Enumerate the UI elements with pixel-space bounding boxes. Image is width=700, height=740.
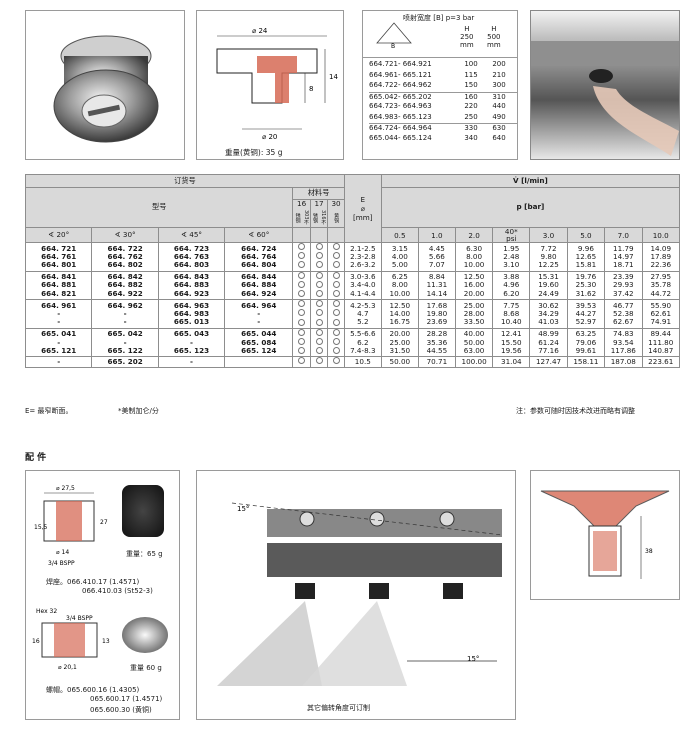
svg-text:⌀ 20: ⌀ 20 bbox=[262, 133, 277, 141]
svg-text:3/4 BSPP: 3/4 BSPP bbox=[66, 615, 93, 622]
pressure-header-cell: 2.0 bbox=[454, 227, 494, 243]
swivel-panel: 15° 15° 其它偏转角度可订制 bbox=[196, 470, 516, 720]
accessory-panel: ⌀ 27,5 27 15,5 ⌀ 14 3/4 BSPP 重量：65 g 焊座。… bbox=[25, 470, 180, 720]
svg-text:16: 16 bbox=[32, 638, 40, 645]
svg-text:13: 13 bbox=[102, 638, 110, 645]
weld-seat-photo bbox=[122, 485, 164, 537]
svg-text:⌀ 14: ⌀ 14 bbox=[56, 549, 69, 556]
accessories-title: 配 件 bbox=[25, 453, 47, 463]
weld-seat-drawing: ⌀ 27,5 27 15,5 ⌀ 14 3/4 BSPP bbox=[34, 485, 108, 567]
cross-section-drawing: ⌀ 24 14 8 ⌀ 20 bbox=[216, 27, 338, 141]
svg-text:3/4 BSPP: 3/4 BSPP bbox=[48, 560, 75, 567]
pressure-header-cell: 40* psi bbox=[492, 227, 531, 243]
pressure-header-cell: 7.0 bbox=[604, 227, 643, 243]
spray-h250: H 250 mm bbox=[460, 25, 474, 49]
order-no-header: 订货号 bbox=[25, 174, 345, 188]
spray-title: 喷射宽度 [B] p=3 bar bbox=[403, 14, 475, 22]
svg-text:Hex 32: Hex 32 bbox=[36, 608, 57, 615]
svg-text:8: 8 bbox=[309, 85, 313, 93]
footnote-right: 注：参数可随时因技术改进而略有调整 bbox=[516, 407, 635, 415]
footnote-left: E= 最窄断面。 bbox=[25, 407, 73, 415]
svg-text:38: 38 bbox=[645, 548, 653, 555]
material-header: 材料号 bbox=[292, 187, 345, 200]
svg-text:15°: 15° bbox=[237, 505, 249, 513]
pressure-header-cell: 3.0 bbox=[529, 227, 568, 243]
svg-text:⌀ 20,1: ⌀ 20,1 bbox=[58, 664, 77, 671]
svg-text:27: 27 bbox=[100, 519, 108, 526]
spray-icon: B bbox=[376, 22, 412, 49]
nozzle-photo-panel bbox=[25, 10, 185, 160]
swivel-caption: 其它偏转角度可订制 bbox=[307, 704, 370, 712]
mounting-photo bbox=[530, 10, 680, 160]
svg-text:B: B bbox=[391, 43, 395, 49]
cap-photo bbox=[122, 617, 168, 653]
cap-drawing: Hex 32 3/4 BSPP 16 13 ⌀ 20,1 bbox=[32, 608, 110, 671]
angle-header: ∢ 30° bbox=[91, 227, 159, 243]
angle-header: ∢ 45° bbox=[157, 227, 226, 243]
e-column-header: E⌀[mm] bbox=[343, 174, 382, 243]
drawing-panel: ⌀ 24 14 8 ⌀ 20 重量(黄铜): 35 g bbox=[196, 10, 344, 160]
flow-header: V̇ [l/min] bbox=[380, 174, 681, 188]
pressure-header-cell: 1.0 bbox=[417, 227, 456, 243]
svg-text:14: 14 bbox=[329, 73, 338, 81]
installation-drawing: 38 bbox=[540, 490, 670, 579]
pressure-header: p [bar] bbox=[380, 187, 681, 228]
svg-text:⌀ 27,5: ⌀ 27,5 bbox=[56, 485, 75, 492]
hand-pipe-illustration bbox=[531, 41, 679, 156]
pressure-header-cell: 5.0 bbox=[566, 227, 606, 243]
angle-header: ∢ 60° bbox=[224, 227, 294, 243]
dim-d24: ⌀ 24 bbox=[252, 27, 268, 35]
weight-label: 重量(黄铜): 35 g bbox=[225, 148, 283, 157]
svg-text:15°: 15° bbox=[467, 655, 479, 663]
pressure-header-cell: 0.5 bbox=[380, 227, 419, 243]
svg-text:15,5: 15,5 bbox=[34, 524, 48, 531]
nozzle-photo bbox=[53, 35, 159, 143]
spray-h500: H 500 mm bbox=[487, 25, 501, 49]
swivel-illustration: 15° 15° bbox=[217, 502, 503, 686]
spray-width-panel: 喷射宽度 [B] p=3 bar B H 250 mm H 500 mm 664… bbox=[362, 10, 518, 160]
footnote-mid: *美制加仑/分 bbox=[118, 407, 159, 415]
spec-table: 订货号 E⌀[mm] V̇ [l/min] 型号 材料号 p [bar] 16 … bbox=[24, 174, 681, 368]
angle-header: ∢ 20° bbox=[24, 227, 93, 243]
pressure-header-cell: 10.0 bbox=[641, 227, 680, 243]
installation-panel: 38 bbox=[530, 470, 680, 600]
model-header: 型号 bbox=[24, 187, 294, 228]
